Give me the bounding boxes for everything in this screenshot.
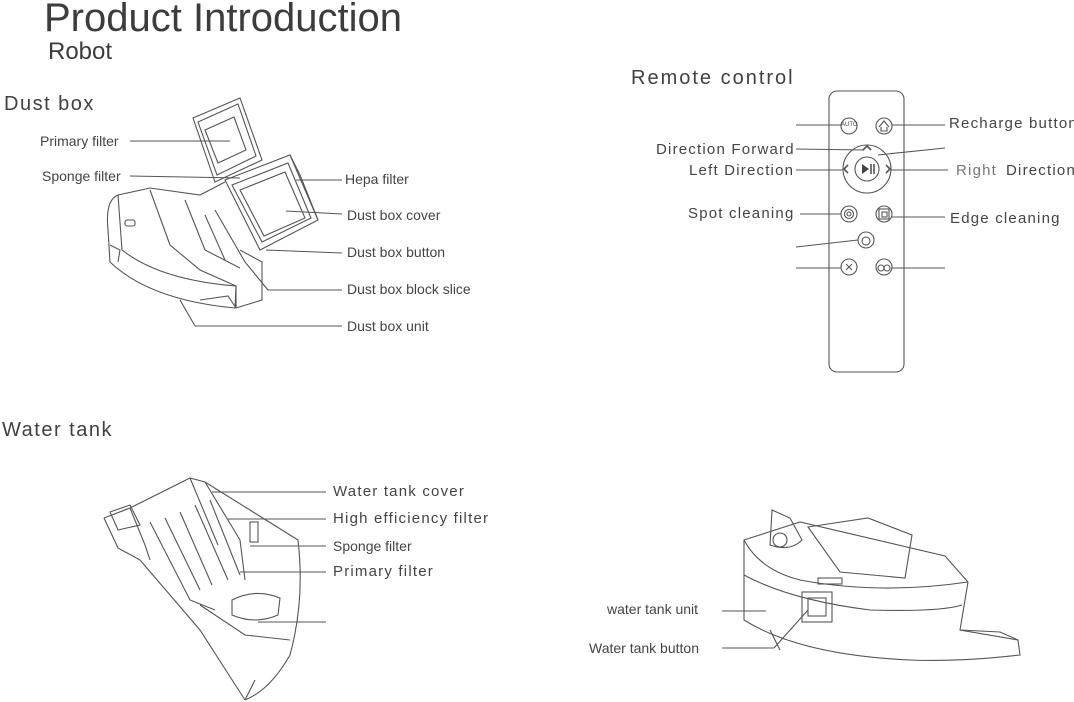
auto-button-icon [840, 117, 858, 135]
water-tank-side-leader-lines [722, 609, 809, 649]
dust-box-sponge-filter-label: Sponge filter [42, 168, 121, 184]
water-tank-sponge-filter-label: Sponge filter [333, 538, 412, 554]
dust-box-illustration [106, 97, 319, 309]
page-title: Product Introduction [44, 0, 402, 40]
water-tank-unit-label: water tank unit [607, 601, 699, 617]
dust-box-cover-label: Dust box cover [347, 207, 441, 223]
water-tank-button-label: Water tank button [589, 640, 699, 656]
dust-box-hepa-filter-label: Hepa filter [345, 171, 409, 187]
water-tank-primary-filter-label: Primary filter [333, 563, 434, 580]
play-pause-icon [854, 156, 880, 182]
robot-button-icon [857, 231, 875, 249]
dust-box-primary-filter-label: Primary filter [40, 133, 119, 149]
spot-cleaning-label: Spot cleaning [688, 205, 795, 222]
water-tank-top-leader-lines [212, 491, 326, 623]
page-subtitle: Robot [48, 38, 113, 65]
edge-button-icon [875, 205, 893, 223]
direction-forward-label: Direction Forward [656, 141, 795, 158]
dust-box-leader-lines [129, 140, 343, 327]
water-tank-cover-label: Water tank cover [333, 483, 466, 500]
recharge-button-label: Recharge button [949, 115, 1074, 132]
remote-control-illustration [828, 90, 905, 373]
right-word-label: Right [956, 162, 998, 179]
remote-control-section-title: Remote control [631, 67, 795, 89]
remote-leader-lines [795, 124, 948, 269]
dust-box-unit-label: Dust box unit [347, 318, 429, 334]
edge-cleaning-label: Edge cleaning [950, 210, 1061, 227]
water-tank-top-illustration [103, 477, 301, 701]
home-button-icon [875, 117, 893, 135]
fan-button-icon [840, 258, 858, 276]
dust-box-button-label: Dust box button [347, 244, 446, 260]
auto-button-text: AUTO [841, 122, 858, 128]
water-tank-side-illustration [743, 509, 1021, 661]
high-efficiency-filter-label: High efficiency filter [333, 510, 490, 527]
right-direction-label: Direction [1006, 162, 1074, 179]
spot-button-icon [840, 205, 858, 223]
dust-box-section-title: Dust box [4, 93, 95, 115]
left-direction-label: Left Direction [689, 162, 795, 179]
mop-button-icon [875, 258, 893, 276]
water-tank-section-title: Water tank [2, 419, 113, 441]
dust-box-block-slice-label: Dust box block slice [347, 281, 471, 297]
